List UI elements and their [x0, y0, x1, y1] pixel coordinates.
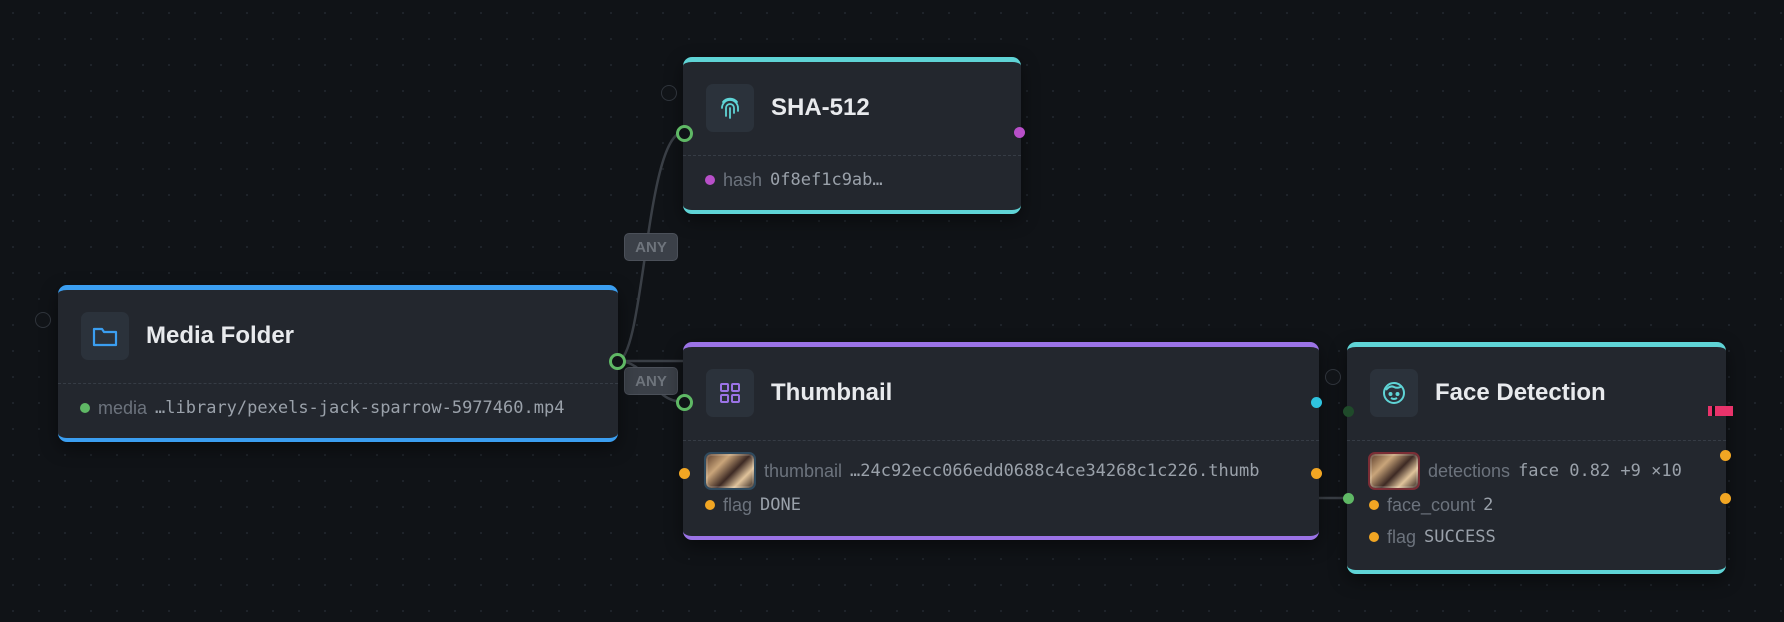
face-detection-image-input-port[interactable] [1343, 493, 1354, 504]
media-folder-node[interactable]: Media Folder media …library/pexels-jack-… [58, 285, 618, 442]
face-detection-detections-output-port[interactable] [1720, 450, 1731, 461]
hash-row: hash 0f8ef1c9ab… [705, 168, 883, 192]
node-title: Face Detection [1435, 379, 1606, 406]
flag-row: flag DONE [705, 493, 801, 517]
divider [58, 383, 618, 384]
media-row: media …library/pexels-jack-sparrow-59774… [80, 396, 564, 420]
node-title: Thumbnail [771, 379, 893, 406]
grid-icon [706, 369, 754, 417]
face-icon [1370, 369, 1418, 417]
face-detection-count-output-port[interactable] [1720, 493, 1731, 504]
sha512-hash-output-port[interactable] [1014, 127, 1025, 138]
face-detection-spare-input-port[interactable] [1325, 369, 1341, 385]
row-key: hash [723, 169, 763, 190]
flag-port-dot [1369, 532, 1379, 542]
detection-preview-image [1368, 452, 1420, 490]
folder-icon [81, 312, 129, 360]
node-title: Media Folder [146, 322, 295, 349]
flag-row: flag SUCCESS [1369, 525, 1496, 549]
detections-row: detections face 0.82 +9 ×10 [1368, 452, 1682, 490]
hash-port-dot [705, 175, 715, 185]
row-value: …24c92ecc066edd0688c4ce34268c1c226.thumb [850, 461, 1260, 481]
edge-label-any-bottom: ANY [624, 367, 678, 395]
media-port-dot [80, 403, 90, 413]
divider [683, 440, 1319, 441]
fingerprint-icon [706, 84, 754, 132]
row-value: face 0.82 +9 ×10 [1518, 461, 1682, 481]
thumbnail-node[interactable]: Thumbnail thumbnail …24c92ecc066edd0688c… [683, 342, 1319, 540]
thumbnail-input-port[interactable] [676, 394, 693, 411]
row-key: detections [1428, 460, 1511, 481]
row-value: DONE [760, 495, 801, 515]
row-key: thumbnail [764, 460, 843, 481]
sha512-node[interactable]: SHA-512 hash 0f8ef1c9ab… [683, 57, 1021, 214]
media-folder-output-port[interactable] [609, 353, 626, 370]
sha512-input-port[interactable] [676, 125, 693, 142]
divider [683, 155, 1021, 156]
thumbnail-media-output-port[interactable] [1311, 397, 1322, 408]
node-title: SHA-512 [771, 94, 870, 121]
face-detection-input-port[interactable] [1343, 406, 1354, 417]
row-value: SUCCESS [1424, 527, 1496, 547]
thumbnail-preview-image [704, 452, 756, 490]
face-detection-error-indicator[interactable] [1712, 406, 1733, 416]
face-count-port-dot [1369, 500, 1379, 510]
thumbnail-image-input-port[interactable] [679, 468, 690, 479]
edge-label-any-top: ANY [624, 233, 678, 261]
face-detection-node[interactable]: Face Detection detections face 0.82 +9 ×… [1347, 342, 1726, 574]
face-count-row: face_count 2 [1369, 493, 1493, 517]
row-key: media [98, 397, 148, 418]
row-key: face_count [1387, 494, 1476, 515]
row-key: flag [1387, 526, 1417, 547]
thumbnail-image-output-port[interactable] [1311, 468, 1322, 479]
thumbnail-row: thumbnail …24c92ecc066edd0688c4ce34268c1… [704, 452, 1260, 490]
row-key: flag [723, 494, 753, 515]
row-value: 2 [1483, 495, 1494, 515]
media-folder-input-port[interactable] [35, 312, 51, 328]
divider [1347, 440, 1726, 441]
sha512-spare-input-port[interactable] [661, 85, 677, 101]
row-value: 0f8ef1c9ab… [770, 170, 883, 190]
flag-port-dot [705, 500, 715, 510]
row-value: …library/pexels-jack-sparrow-5977460.mp4 [155, 398, 565, 418]
